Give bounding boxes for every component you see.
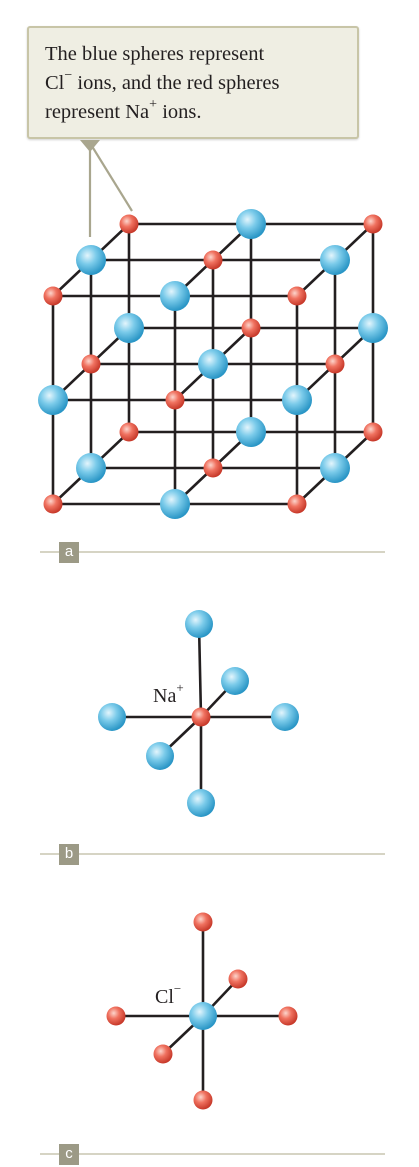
chloride-ion bbox=[146, 742, 174, 770]
callout-pointer bbox=[80, 140, 133, 237]
sodium-ion bbox=[193, 912, 213, 932]
sodium-coordination bbox=[98, 610, 299, 817]
sodium-ion bbox=[43, 286, 63, 306]
sodium-symbol: Na bbox=[153, 685, 177, 707]
sodium-ion bbox=[165, 390, 185, 410]
callout-sodium-charge: + bbox=[149, 97, 158, 113]
sodium-ion bbox=[193, 1090, 213, 1110]
chloride-ion bbox=[221, 667, 249, 695]
sodium-ion bbox=[241, 318, 261, 338]
sodium-charge: + bbox=[176, 680, 184, 696]
sodium-ion bbox=[228, 969, 248, 989]
sodium-ion bbox=[191, 707, 211, 727]
sodium-ion bbox=[325, 354, 345, 374]
chloride-symbol: Cl bbox=[155, 986, 174, 1008]
sodium-ion bbox=[153, 1044, 173, 1064]
callout-line-2-rest: ions, and the red spheres bbox=[72, 72, 280, 94]
chloride-ion bbox=[271, 703, 299, 731]
callout-box: The blue spheres represent Cl− ions, and… bbox=[27, 26, 359, 139]
panel-a-rule bbox=[40, 551, 385, 553]
chloride-ion bbox=[236, 209, 266, 239]
pointer-tip bbox=[80, 140, 100, 152]
chloride-ion bbox=[189, 1002, 217, 1030]
callout-line-3-rest: ions. bbox=[157, 101, 202, 123]
panel-c-label: c bbox=[59, 1144, 79, 1165]
sodium-ion bbox=[203, 458, 223, 478]
panel-b-label: b bbox=[59, 844, 79, 865]
sodium-ion bbox=[363, 214, 383, 234]
sodium-ion bbox=[43, 494, 63, 514]
chloride-coordination bbox=[106, 912, 298, 1110]
callout-line-1: The blue spheres represent bbox=[45, 43, 265, 65]
sodium-ion bbox=[287, 286, 307, 306]
chloride-center-label: Cl− bbox=[155, 982, 181, 1009]
sodium-ion bbox=[81, 354, 101, 374]
chloride-ion bbox=[76, 453, 106, 483]
panel-a-label: a bbox=[59, 542, 79, 563]
chloride-ion bbox=[38, 385, 68, 415]
callout-sodium-symbol: represent Na bbox=[45, 101, 150, 123]
sodium-ion bbox=[119, 214, 139, 234]
chloride-ion bbox=[185, 610, 213, 638]
sodium-ion bbox=[278, 1006, 298, 1026]
chloride-ion bbox=[187, 789, 215, 817]
pointer-line bbox=[89, 142, 133, 212]
chloride-ion bbox=[282, 385, 312, 415]
sodium-ion bbox=[119, 422, 139, 442]
panel-c-rule bbox=[40, 1153, 385, 1155]
callout-line-2: Cl− ions, and the red spheres bbox=[45, 69, 343, 98]
bond-line bbox=[197, 622, 203, 719]
chloride-ion bbox=[98, 703, 126, 731]
callout-chloride-symbol: Cl bbox=[45, 72, 65, 94]
chloride-ion bbox=[160, 281, 190, 311]
sodium-ion bbox=[106, 1006, 126, 1026]
chloride-ion bbox=[114, 313, 144, 343]
chloride-ion bbox=[160, 489, 190, 519]
sodium-ion bbox=[287, 494, 307, 514]
sodium-center-label: Na+ bbox=[153, 681, 184, 708]
panel-b-rule bbox=[40, 853, 385, 855]
callout-chloride-charge: − bbox=[64, 68, 73, 84]
chloride-ion bbox=[320, 453, 350, 483]
chloride-ion bbox=[76, 245, 106, 275]
sodium-ion bbox=[363, 422, 383, 442]
crystal-lattice bbox=[38, 209, 388, 519]
sodium-ion bbox=[203, 250, 223, 270]
chloride-ion bbox=[198, 349, 228, 379]
callout-line-3: represent Na+ ions. bbox=[45, 98, 343, 127]
chloride-ion bbox=[236, 417, 266, 447]
chloride-ion bbox=[358, 313, 388, 343]
chloride-ion bbox=[320, 245, 350, 275]
chloride-charge: − bbox=[173, 981, 182, 997]
